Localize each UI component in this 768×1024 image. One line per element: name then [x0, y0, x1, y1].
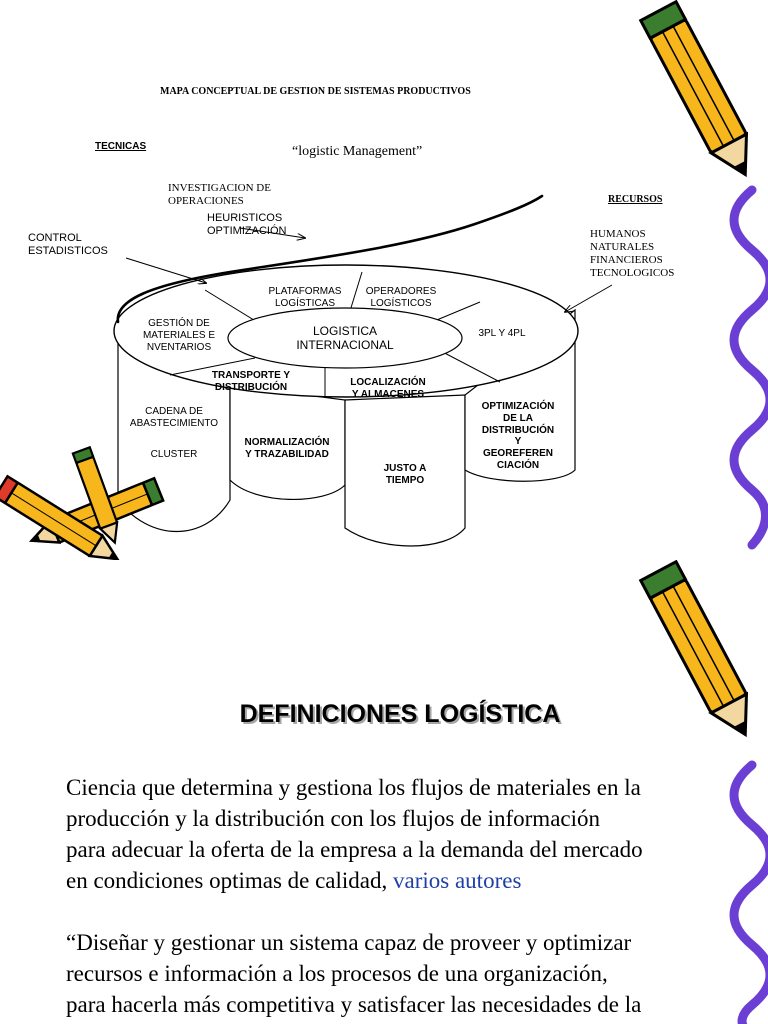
section-operadores: OPERADORES LOGÍSTICOS — [365, 286, 437, 309]
crossed-pencils-icon — [0, 445, 165, 560]
arrow-recursos — [565, 284, 613, 312]
map-title: MAPA CONCEPTUAL DE GESTION DE SISTEMAS P… — [160, 86, 471, 97]
arrow-heuristicos — [239, 227, 305, 238]
center-ellipse — [227, 307, 463, 369]
definition-1-text: Ciencia que determina y gestiona los flu… — [66, 775, 643, 893]
cylinder-label-cluster: CLUSTER — [150, 449, 198, 460]
wavy-border-decoration — [729, 760, 768, 1024]
cylinder-label-cadena: CADENA DE ABASTECIMIENTO — [129, 406, 219, 429]
recursos-label: RECURSOS — [608, 194, 663, 205]
heuristicos-annotation: HEURISTICOS OPTIMIZACIÓN — [207, 212, 287, 237]
definitions-slide: DEFINICIONES LOGÍSTICA Ciencia que deter… — [0, 560, 768, 1024]
definition-paragraph-1: Ciencia que determina y gestiona los flu… — [66, 772, 726, 896]
tecnicas-label: TECNICAS — [95, 141, 147, 152]
wavy-border-decoration — [729, 185, 768, 550]
section-plataformas: PLATAFORMAS LOGÍSTICAS — [268, 286, 342, 309]
arrow-control — [125, 257, 206, 283]
varios-autores-link[interactable]: varios autores — [393, 868, 522, 893]
cylinder-label-justo: JUSTO A TIEMPO — [383, 463, 427, 486]
definitions-heading: DEFINICIONES LOGÍSTICA — [239, 700, 561, 728]
section-gestion: GESTIÓN DE MATERIALES E NVENTARIOS — [142, 318, 216, 353]
recursos-list: HUMANOS NATURALES FINANCIEROS TECNOLOGIC… — [590, 228, 675, 279]
concept-map-graphics — [0, 0, 768, 560]
map-subtitle: “logistic Management” — [292, 144, 423, 159]
section-3pl: 3PL Y 4PL — [478, 328, 526, 339]
definition-paragraph-2: “Diseñar y gestionar un sistema capaz de… — [66, 930, 642, 1017]
swoosh-curve — [116, 194, 544, 324]
cylinder-label-optimizacion: OPTIMIZACIÓN DE LA DISTRIBUCIÓN Y GEOREF… — [481, 401, 555, 471]
section-localizacion: LOCALIZACIÓN Y ALMACENES — [350, 377, 426, 400]
control-annotation: CONTROL ESTADISTICOS — [28, 232, 108, 257]
cylinder-justo — [344, 394, 466, 547]
section-transporte: TRANSPORTE Y DISTRIBUCIÓN — [211, 370, 291, 393]
pencil-icon — [638, 560, 749, 738]
cylinder-label-normalizacion: NORMALIZACIÓN Y TRAZABILIDAD — [244, 437, 330, 460]
concept-map-slide: MAPA CONCEPTUAL DE GESTION DE SISTEMAS P… — [0, 0, 768, 560]
center-label: LOGISTICA INTERNACIONAL — [296, 324, 394, 353]
pencil-icon — [638, 0, 749, 178]
investigacion-annotation: INVESTIGACION DE OPERACIONES — [168, 182, 271, 207]
definitions-graphics — [638, 560, 768, 1024]
